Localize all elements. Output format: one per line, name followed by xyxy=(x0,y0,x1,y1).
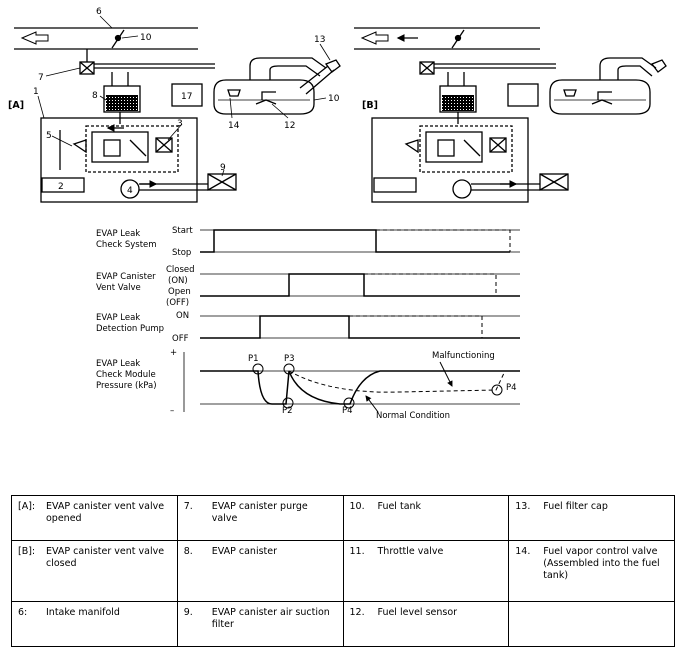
row2-low2: (OFF) xyxy=(166,298,189,308)
callout-13: 13 xyxy=(314,35,325,45)
callout-1: 1 xyxy=(33,87,39,97)
callout-leaders xyxy=(37,15,331,177)
timing-chart: EVAP Leak Check System Start Stop EVAP C… xyxy=(96,226,520,421)
callout-5: 5 xyxy=(46,131,52,141)
panel-a-schematic xyxy=(14,27,341,203)
row2-title-line1: EVAP Canister xyxy=(96,272,156,282)
callout-7: 7 xyxy=(38,73,44,83)
legend-cell xyxy=(508,600,675,648)
legend-cell: 6:Intake manifold xyxy=(11,600,178,648)
panel-b-schematic xyxy=(354,27,667,203)
row4-title-line2: Check Module xyxy=(96,370,156,380)
legend-cell: 10.Fuel tank xyxy=(342,494,510,542)
row2-high: Closed xyxy=(166,265,195,275)
row4-low: – xyxy=(170,406,174,416)
callout-9: 9 xyxy=(220,163,226,173)
legend-row: [B]:EVAP canister vent valve closed 8.EV… xyxy=(11,540,675,602)
legend-table: [A]:EVAP canister vent valve opened 7.EV… xyxy=(11,494,675,648)
legend-cell: 8.EVAP canister xyxy=(176,540,344,602)
legend-cell: 14.Fuel vapor control valve (Assembled i… xyxy=(508,540,675,602)
callout-10: 10 xyxy=(328,94,340,104)
legend-cell: 11.Throttle valve xyxy=(342,540,510,602)
malfunctioning-label: Malfunctioning xyxy=(432,351,495,361)
row2-title-line2: Vent Valve xyxy=(96,283,141,293)
row3-title-line2: Detection Pump xyxy=(96,324,164,334)
callout-6: 6 xyxy=(96,7,102,17)
legend-row: [A]:EVAP canister vent valve opened 7.EV… xyxy=(11,494,675,542)
row3-title-line1: EVAP Leak xyxy=(96,313,140,323)
row1-high: Start xyxy=(172,226,193,236)
row1-title-line2: Check System xyxy=(96,240,157,250)
point-p3: P3 xyxy=(284,354,295,364)
legend-cell: [B]:EVAP canister vent valve closed xyxy=(11,540,178,602)
callout-17: 17 xyxy=(181,92,192,102)
callout-4: 4 xyxy=(127,186,133,196)
point-p1: P1 xyxy=(248,354,259,364)
legend-row: 6:Intake manifold 9.EVAP canister air su… xyxy=(11,600,675,648)
row4-title-line3: Pressure (kPa) xyxy=(96,381,157,391)
callout-8: 8 xyxy=(92,91,98,101)
row3-high: ON xyxy=(176,311,189,321)
panel-b-label: [B] xyxy=(362,100,378,111)
normal-condition-label: Normal Condition xyxy=(376,411,450,421)
row1-low: Stop xyxy=(172,248,191,258)
legend-cell: 9.EVAP canister air suction filter xyxy=(176,600,344,648)
evap-system-diagram: 6 10 7 1 8 17 5 3 2 4 9 14 12 10 13 [A] … xyxy=(8,7,667,421)
callout-14: 14 xyxy=(228,121,240,131)
panel-a-label: [A] xyxy=(8,100,24,111)
point-p4-normal: P4 xyxy=(342,406,353,416)
row2-high2: (ON) xyxy=(168,276,188,286)
legend-cell: 12.Fuel level sensor xyxy=(342,600,510,648)
row2-low: Open xyxy=(168,287,191,297)
legend-cell: 7.EVAP canister purge valve xyxy=(176,494,344,542)
row4-high: + xyxy=(170,348,177,358)
callout-3: 3 xyxy=(177,119,183,129)
callout-2: 2 xyxy=(58,182,64,192)
point-p2: P2 xyxy=(282,406,293,416)
row3-low: OFF xyxy=(172,334,189,344)
callout-12: 12 xyxy=(284,121,295,131)
callout-labels: 6 10 7 1 8 17 5 3 2 4 9 14 12 10 13 xyxy=(33,7,340,196)
callout-11: 10 xyxy=(140,33,152,43)
row1-title-line1: EVAP Leak xyxy=(96,229,140,239)
legend-cell: [A]:EVAP canister vent valve opened xyxy=(11,494,178,542)
point-p4-malfunction: P4 xyxy=(506,383,517,393)
legend-cell: 13.Fuel filter cap xyxy=(508,494,675,542)
row4-title-line1: EVAP Leak xyxy=(96,359,140,369)
